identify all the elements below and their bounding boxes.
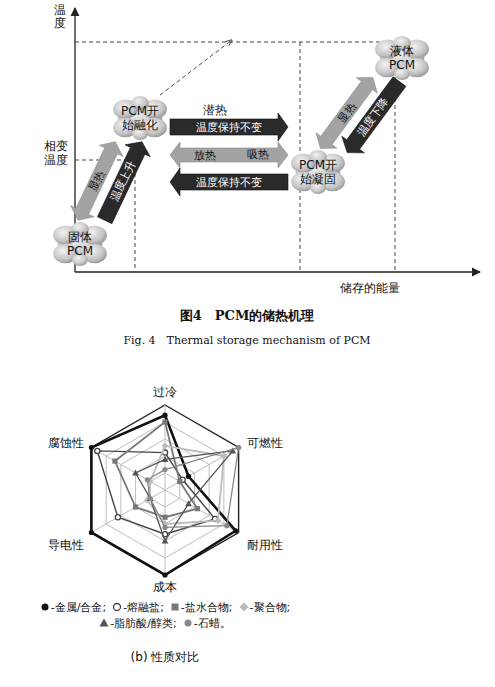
arrow-label: 显热 — [86, 168, 107, 193]
arrow-label: 温度保持不变 — [196, 121, 262, 134]
legend-item: -聚合物; — [239, 600, 291, 616]
annotation-label: 成本 — [153, 580, 177, 594]
pcm-state-bubble: PCM开始凝固 — [290, 150, 346, 194]
annotation-label: 相变温度 — [44, 140, 70, 168]
figure-caption: 图4 PCM的储热机理 — [180, 309, 315, 323]
legend: -金属/合金; -熔融盐; -盐水合物; -聚合物; -脂肪酸/醇类; -石蜡。 — [0, 600, 330, 632]
legend-text: -脂肪酸/醇类; — [110, 617, 176, 630]
process-arrow — [170, 168, 288, 196]
legend-swatch — [170, 602, 180, 612]
pcm-state-bubble: PCM开始融化 — [112, 96, 168, 140]
node-label: 液体 PCM — [382, 44, 422, 72]
legend-text: -熔融盐; — [123, 601, 164, 614]
guide-lines — [75, 40, 395, 272]
annotation-label: 导电性 — [48, 538, 84, 552]
annotation-label: (b) 性质对比 — [131, 650, 200, 664]
radar-grid — [91, 405, 238, 575]
radar-series — [89, 413, 238, 578]
annotation-label: 吸热 — [247, 148, 269, 162]
legend-item: -盐水合物; — [170, 600, 233, 616]
legend-swatch — [40, 602, 50, 612]
radar-series — [95, 448, 218, 537]
arrow-label: 放热 — [194, 149, 216, 162]
legend-swatch — [183, 618, 193, 628]
radar-series — [145, 445, 241, 530]
annotation-label: 过冷 — [153, 385, 177, 399]
legend-text: -金属/合金; — [51, 601, 106, 614]
pcm-state-bubble: 液体 PCM — [374, 36, 430, 80]
annotation-label: 可燃性 — [247, 436, 283, 450]
node-label: 固体 PCM — [60, 230, 100, 258]
arrow-label: 温度保持不变 — [196, 176, 262, 189]
annotation-label: 腐蚀性 — [48, 436, 84, 450]
radar-series — [112, 419, 200, 519]
annotation-label: 耐用性 — [247, 538, 283, 552]
legend-swatch — [99, 618, 109, 628]
pcm-state-bubble: 固体 PCM — [52, 222, 108, 266]
legend-text: -石蜡。 — [194, 617, 231, 630]
node-label: PCM开始凝固 — [298, 158, 338, 186]
process-arrow — [170, 113, 288, 141]
radar-series — [132, 448, 236, 544]
legend-text: -盐水合物; — [181, 601, 233, 614]
legend-item: -熔融盐; — [112, 600, 164, 616]
node-label: PCM开始融化 — [120, 104, 160, 132]
legend-swatch — [112, 602, 122, 612]
x-axis — [75, 271, 480, 272]
legend-text: -聚合物; — [250, 601, 291, 614]
legend-item: -金属/合金; — [40, 600, 106, 616]
legend-item: -石蜡。 — [183, 616, 231, 632]
legend-swatch — [239, 602, 249, 612]
annotation-label: 储存的能量 — [340, 281, 400, 295]
annotation-label: Fig. 4 Thermal storage mechanism of PCM — [123, 334, 370, 348]
process-arrow — [97, 142, 150, 224]
sensible-heat-arrow — [170, 142, 288, 168]
legend-item: -脂肪酸/醇类; — [99, 616, 176, 632]
annotation-label: 潜热 — [203, 103, 227, 117]
annotation-label: 温度 — [54, 4, 66, 30]
